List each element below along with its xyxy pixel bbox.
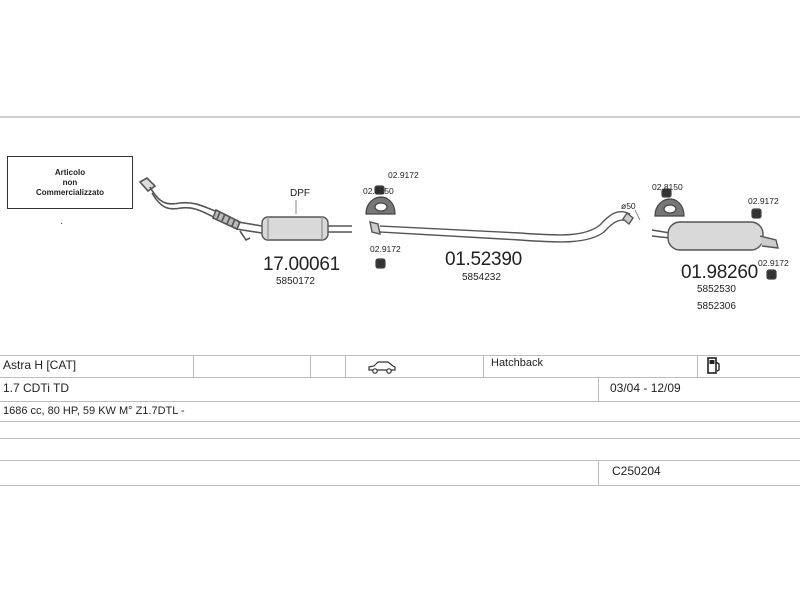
front-pipe-oem-number: 5850172 — [276, 276, 315, 287]
middle-pipe-drawing — [369, 210, 634, 243]
body-type: Hatchback — [491, 357, 543, 369]
engine-specs: 1686 cc, 80 HP, 59 KW M° Z1.7DTL - — [3, 405, 185, 417]
note-line-2: non — [62, 177, 78, 187]
hanger-4-part-number[interactable]: 02.9172 — [758, 258, 789, 268]
middle-pipe-part-number[interactable]: 01.52390 — [445, 249, 522, 270]
rear-muffler-part-number[interactable]: 01.98260 — [681, 262, 758, 283]
table-line-6 — [0, 460, 800, 461]
rear-muffler-oem-number-2: 5852306 — [697, 301, 736, 312]
production-years: 03/04 - 12/09 — [610, 381, 681, 395]
hanger-2-part-number[interactable]: 02.9172 — [370, 244, 401, 254]
hanger-3-part-number[interactable]: 02.9172 — [748, 196, 779, 206]
note-line-3: Commercializzato — [35, 187, 105, 197]
car-icon — [368, 361, 396, 374]
col-divider-1 — [193, 355, 194, 377]
callout-lines — [295, 200, 641, 221]
rear-muffler-drawing — [651, 221, 779, 251]
front-pipe-drawing — [138, 177, 263, 242]
note-tick: · — [60, 218, 64, 229]
col-divider-6 — [598, 377, 599, 401]
clamp-2-part-number[interactable]: 02.8150 — [652, 182, 683, 192]
table-line-5 — [0, 438, 800, 439]
table-line-7 — [0, 485, 800, 486]
hanger-1-part-number[interactable]: 02.9172 — [388, 170, 419, 180]
catalog-code: C250204 — [612, 464, 661, 478]
pipe-diameter-label: ø50 — [621, 201, 636, 211]
note-line-1: Articolo — [54, 167, 86, 177]
middle-pipe-oem-number: 5854232 — [462, 272, 501, 283]
col-divider-5 — [697, 355, 698, 377]
col-divider-7 — [598, 460, 599, 485]
engine-name: 1.7 CDTi TD — [3, 381, 70, 395]
col-divider-4 — [483, 355, 484, 377]
vehicle-model: Astra H [CAT] — [3, 358, 77, 372]
mount-parts-drawing — [365, 185, 777, 280]
table-line-4 — [0, 421, 800, 422]
exhaust-diagram — [138, 177, 779, 280]
table-line-1 — [0, 355, 800, 356]
fuel-pump-icon — [707, 357, 720, 374]
diagram-top-border — [0, 116, 800, 118]
dpf-drawing — [261, 216, 352, 241]
front-pipe-part-number[interactable]: 17.00061 — [263, 254, 340, 275]
clamp-1-part-number[interactable]: 02.8150 — [363, 186, 394, 196]
rear-muffler-oem-number-1: 5852530 — [697, 284, 736, 295]
table-line-2 — [0, 377, 800, 378]
not-marketed-note-box: Articolo non Commercializzato — [7, 156, 133, 209]
col-divider-2 — [310, 355, 311, 377]
dpf-label: DPF — [290, 188, 310, 199]
col-divider-3 — [345, 355, 346, 377]
table-line-3 — [0, 401, 800, 402]
